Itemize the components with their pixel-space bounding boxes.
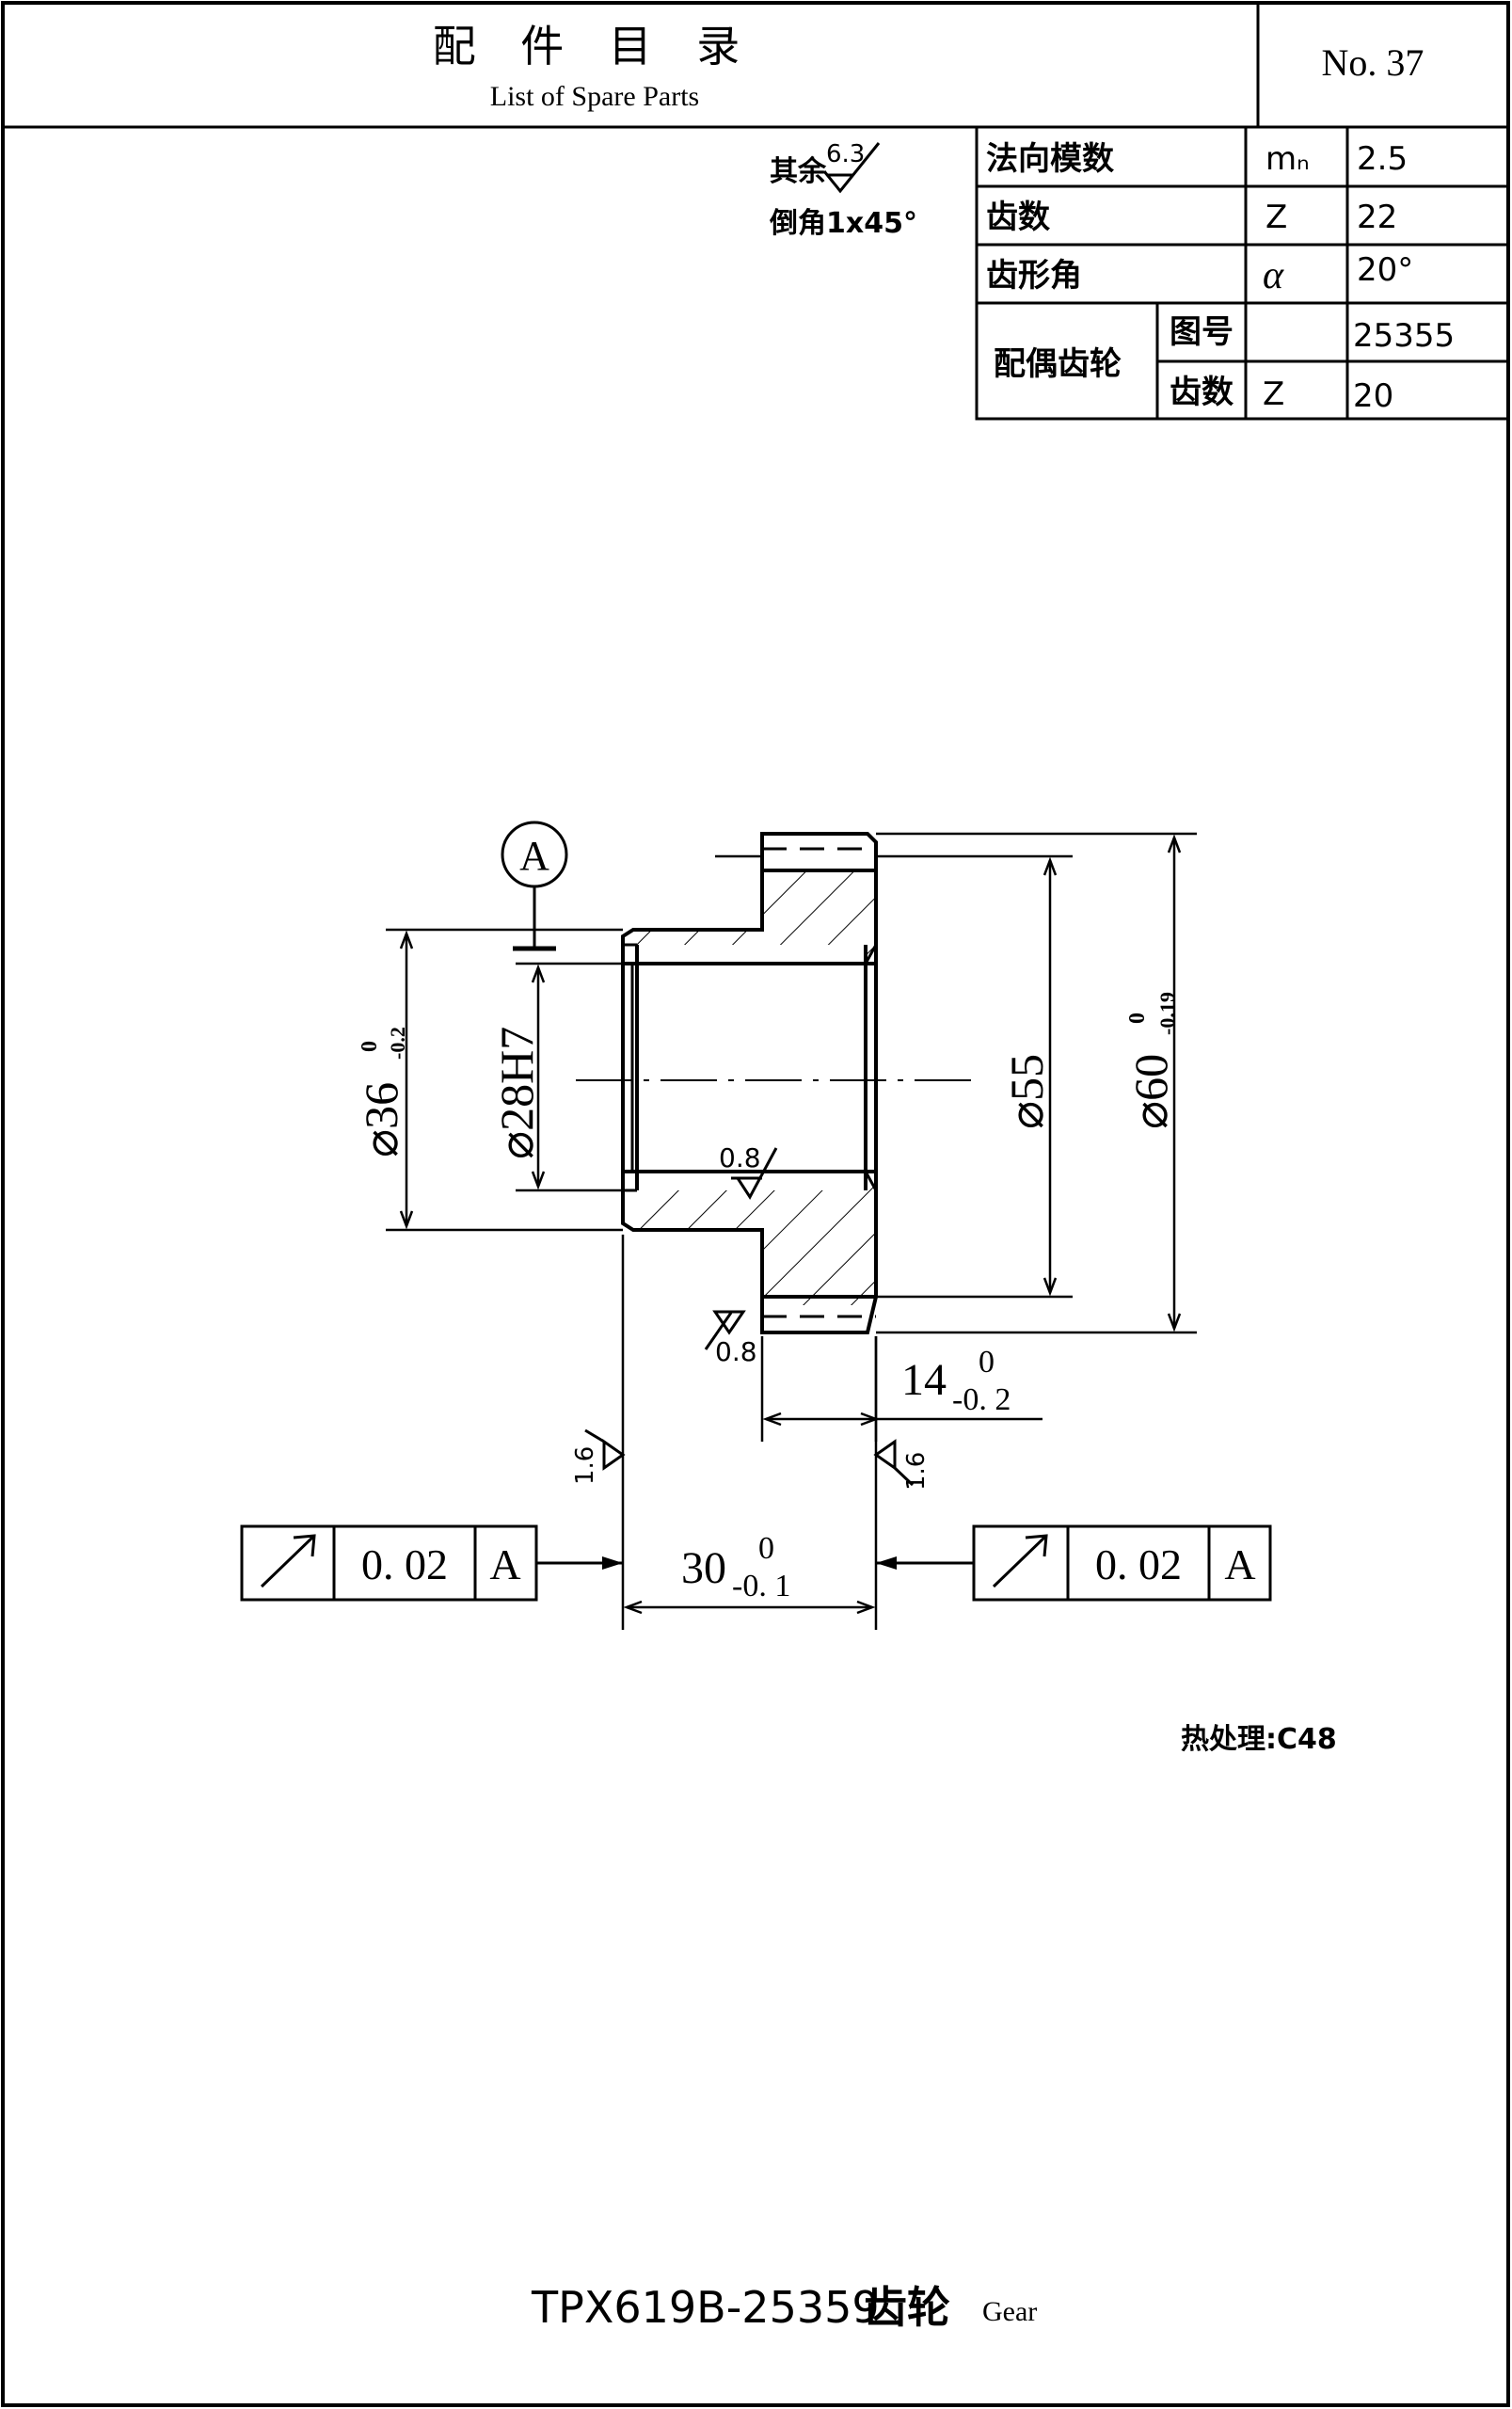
dim-28-label: ⌀28H7	[490, 1027, 543, 1159]
table-label-teeth: 齿数	[986, 199, 1050, 236]
datum-label: A	[519, 833, 549, 879]
page-number: No. 37	[1322, 41, 1424, 84]
dim-60-lower: -0.19	[1155, 992, 1179, 1035]
gear-table-text: 法向模数 mₙ 2.5 齿数 Z 22 齿形角 α 20° 配偶齿轮 图号 25…	[986, 140, 1455, 415]
table-symbol-module: mₙ	[1265, 140, 1310, 178]
dim-60-label: ⌀60	[1124, 1054, 1177, 1129]
table-sublabel-drawing-no: 图号	[1170, 313, 1233, 351]
header-title-cn: 配 件 目 录	[433, 23, 757, 71]
dim-36-upper: 0	[358, 1041, 382, 1052]
part-name-en: Gear	[982, 2296, 1037, 2327]
dim-60-value: 60	[1124, 1054, 1177, 1101]
rough-bore-icon	[731, 1147, 778, 1200]
diameter-symbol-36: ⌀	[355, 1129, 407, 1157]
dimension-texts: ⌀36 0 -0.2 ⌀28H7 ⌀55 ⌀60 0 -0.19 14 0 -0…	[355, 992, 1179, 1603]
dim-60-upper: 0	[1125, 1013, 1150, 1024]
datum-marker: A	[501, 821, 568, 951]
table-value-drawing-no: 25355	[1353, 317, 1455, 355]
rough-teeth-value: 0.8	[715, 1336, 757, 1367]
table-symbol-teeth: Z	[1265, 199, 1287, 236]
roughness-symbols: 0.8 0.8 1.6 1.6	[571, 1142, 931, 1491]
rough-right-face-value: 1.6	[902, 1452, 931, 1491]
gear-section-view	[576, 832, 974, 1334]
rough-bore-value: 0.8	[719, 1142, 761, 1173]
header: 配 件 目 录 List of Spare Parts No. 37	[3, 3, 1508, 129]
dim-36-value: 36	[355, 1082, 407, 1129]
dim-55-value: 55	[1000, 1054, 1053, 1101]
diameter-symbol-28: ⌀	[490, 1131, 543, 1159]
rough-teeth-icon	[704, 1310, 746, 1350]
table-value-teeth: 22	[1357, 199, 1397, 236]
table-label-mating-gear: 配偶齿轮	[994, 345, 1122, 383]
upper-section-hatch	[623, 870, 876, 964]
runout-tolerance-left: 0. 02 A	[240, 1524, 623, 1602]
rough-left-face-value: 1.6	[571, 1446, 599, 1485]
rough-left-face-icon	[584, 1428, 626, 1471]
dim-36-label: ⌀36	[355, 1082, 407, 1157]
table-value-pressure-angle: 20°	[1357, 251, 1413, 289]
dim-30-value: 30	[681, 1543, 726, 1593]
header-title-en: List of Spare Parts	[490, 81, 699, 112]
table-value-module: 2.5	[1357, 140, 1408, 178]
dim-55-label: ⌀55	[1000, 1054, 1053, 1129]
runout-right-datum: A	[1224, 1540, 1255, 1588]
gear-parameter-table	[975, 125, 1510, 421]
chamfer-note: 倒角1x45°	[769, 207, 917, 240]
table-sublabel-mating-teeth: 齿数	[1170, 374, 1233, 411]
table-symbol-alpha: α	[1263, 254, 1284, 297]
dim-14-value: 14	[901, 1355, 947, 1405]
lower-section-hatch	[623, 1172, 876, 1305]
dim-30-lower: -0. 1	[732, 1569, 790, 1603]
table-label-normal-module: 法向模数	[986, 140, 1114, 178]
table-symbol-mating-teeth: Z	[1263, 375, 1284, 413]
dim-14-upper: 0	[979, 1345, 995, 1380]
footer: TPX619B-25359 齿轮 Gear	[531, 2282, 1037, 2333]
circular-runout-icon	[260, 1534, 316, 1588]
part-name-cn: 齿轮	[864, 2282, 950, 2333]
other-surfaces-label: 其余	[770, 155, 827, 188]
dim-36-lower: -0.2	[386, 1027, 409, 1060]
dim-30-upper: 0	[758, 1531, 774, 1566]
runout-tolerance-right: 0. 02 A	[876, 1524, 1272, 1602]
other-roughness-value: 6.3	[826, 140, 865, 168]
rough-right-face-icon	[873, 1439, 915, 1487]
dim-28-value: 28H7	[490, 1027, 543, 1131]
heat-treatment-note: 热处理:C48	[1181, 1723, 1337, 1756]
runout-right-value: 0. 02	[1095, 1540, 1182, 1588]
circular-runout-icon	[992, 1534, 1048, 1588]
roughness-symbol-icon	[822, 142, 881, 194]
part-number: TPX619B-25359	[531, 2282, 880, 2333]
runout-left-value: 0. 02	[361, 1540, 448, 1588]
surface-notes: 其余 6.3 倒角1x45°	[769, 140, 917, 240]
table-value-mating-teeth: 20	[1353, 377, 1393, 415]
table-label-pressure-angle: 齿形角	[986, 257, 1082, 295]
dim-14-lower: -0. 2	[952, 1382, 1011, 1417]
diameter-symbol-60: ⌀	[1124, 1101, 1177, 1129]
diameter-symbol-55: ⌀	[1000, 1101, 1053, 1129]
runout-left-datum: A	[489, 1540, 520, 1588]
